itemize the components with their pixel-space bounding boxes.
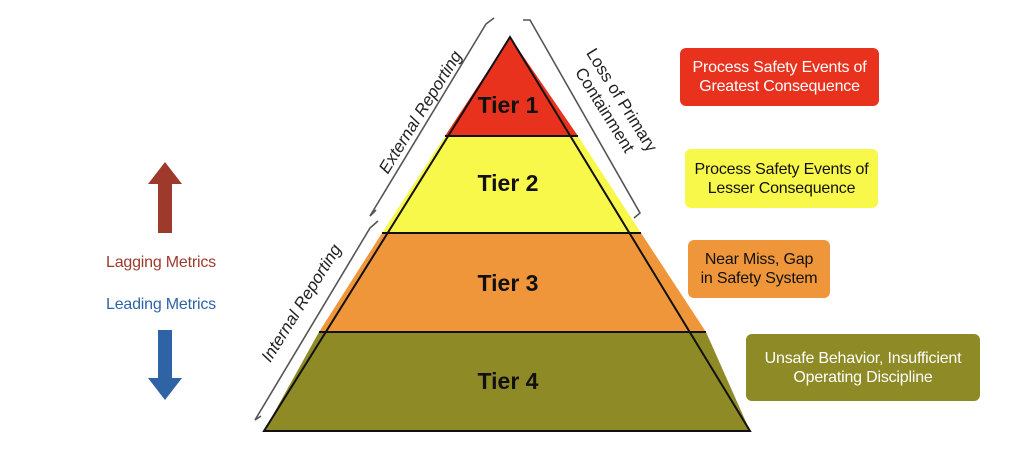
tier-2-label: Tier 2 — [478, 170, 539, 196]
tier-1-label: Tier 1 — [478, 92, 539, 118]
tier-4-band — [264, 332, 750, 431]
tier-1-description-line1: Process Safety Events of — [692, 59, 867, 76]
tier-4-description-line2: Operating Discipline — [793, 368, 933, 386]
loss-of-containment-bracket — [523, 19, 642, 219]
tier-1-band — [445, 37, 578, 136]
external-reporting-bracket — [369, 17, 495, 217]
tier-3-description-line1: Near Miss, Gap — [704, 251, 814, 268]
arrow-up-icon — [148, 162, 182, 233]
tier-1-description-line2: Greatest Consequence — [699, 78, 860, 95]
tier-2-description-line1: Process Safety Events of — [694, 160, 869, 178]
tier-2-band — [382, 136, 641, 233]
tier-3-label: Tier 3 — [478, 270, 539, 296]
tier-3-description-line2: in Safety System — [700, 270, 818, 287]
lagging-metrics-label: Lagging Metrics — [106, 254, 216, 271]
tier-3-band — [319, 233, 706, 332]
tier-4-description-line1: Unsafe Behavior, Insufficient — [764, 349, 962, 367]
leading-metrics-label: Leading Metrics — [106, 296, 216, 313]
tier-2-description-box: Process Safety Events of Lesser Conseque… — [685, 149, 878, 208]
tier-2-description-line2: Lesser Consequence — [707, 179, 856, 197]
arrow-down-icon — [148, 330, 182, 400]
tier-4-description-box: Unsafe Behavior, Insufficient Operating … — [746, 334, 980, 401]
tier-3-description-box: Near Miss, Gap in Safety System — [688, 240, 830, 298]
internal-reporting-bracket — [254, 220, 379, 421]
tier-4-label: Tier 4 — [478, 368, 539, 394]
tier-1-description-box: Process Safety Events of Greatest Conseq… — [680, 48, 879, 106]
